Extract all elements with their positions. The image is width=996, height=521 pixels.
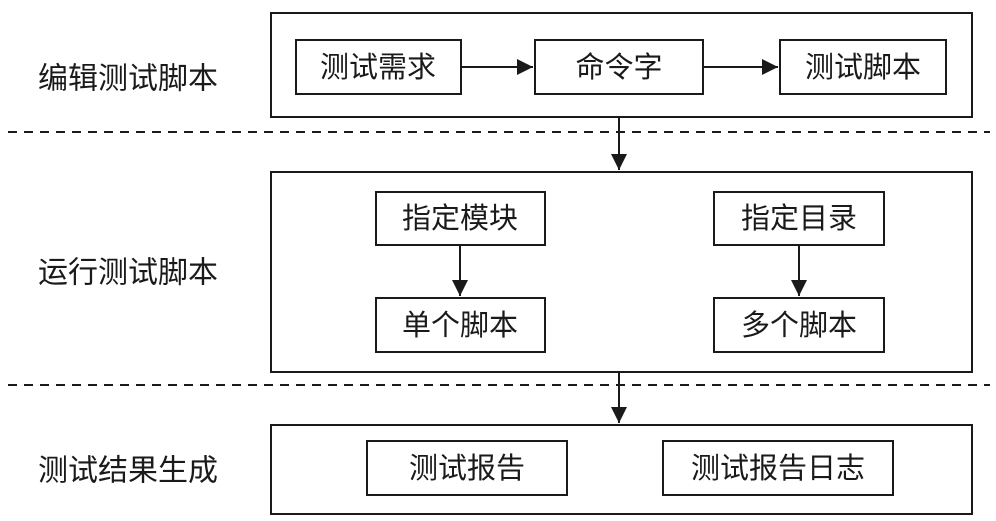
svg-text:多个脚本: 多个脚本 xyxy=(741,308,857,342)
node-multiple-scripts: 多个脚本 xyxy=(713,297,885,353)
node-test-requirement: 测试需求 xyxy=(295,39,462,95)
node-specify-module: 指定模块 xyxy=(375,191,546,246)
stage-frame-edit xyxy=(270,12,973,118)
stage-label-run: 运行测试脚本 xyxy=(38,256,218,291)
stage-label-edit: 编辑测试脚本 xyxy=(38,62,218,97)
svg-text:指定目录: 指定目录 xyxy=(741,201,857,235)
stage-label-result: 测试结果生成 xyxy=(38,454,218,489)
node-test-report: 测试报告 xyxy=(366,440,568,496)
node-specify-directory: 指定目录 xyxy=(713,191,885,246)
node-test-script: 测试脚本 xyxy=(779,39,947,95)
stage-frame-result xyxy=(270,424,973,515)
svg-text:单个脚本: 单个脚本 xyxy=(402,308,518,342)
svg-text:测试报告: 测试报告 xyxy=(409,451,525,485)
svg-text:测试报告日志: 测试报告日志 xyxy=(691,451,865,485)
node-command-word: 命令字 xyxy=(534,39,704,95)
node-test-report-log: 测试报告日志 xyxy=(662,440,894,496)
svg-text:测试需求: 测试需求 xyxy=(320,50,436,84)
node-single-script: 单个脚本 xyxy=(375,297,546,353)
svg-text:指定模块: 指定模块 xyxy=(402,201,518,235)
stage-frame-run xyxy=(270,171,973,373)
svg-text:测试脚本: 测试脚本 xyxy=(805,50,921,84)
svg-text:命令字: 命令字 xyxy=(575,50,662,84)
